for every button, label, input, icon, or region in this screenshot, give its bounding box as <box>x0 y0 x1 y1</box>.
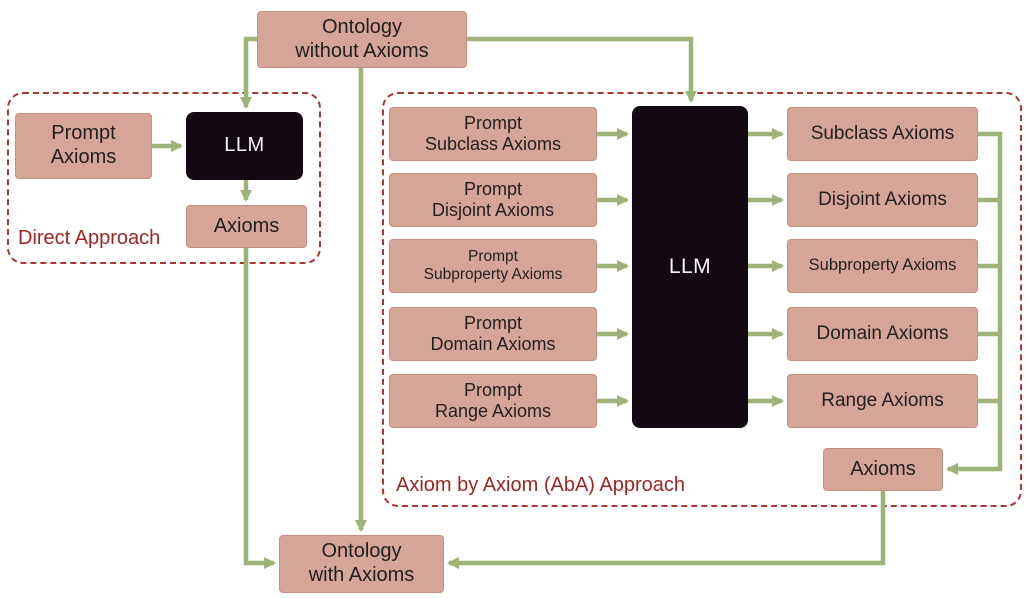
node-label: Range Axioms <box>434 401 552 421</box>
node-label: Domain Axioms <box>430 334 556 354</box>
node-prompt-range-axioms: Prompt Range Axioms <box>389 374 597 428</box>
node-label: Prompt <box>468 247 518 265</box>
aba-approach-label: Axiom by Axiom (AbA) Approach <box>396 474 686 496</box>
node-label: Domain Axioms <box>816 322 949 344</box>
node-label: Prompt <box>463 178 523 199</box>
node-label: Prompt <box>463 312 523 333</box>
direct-approach-label: Direct Approach <box>18 227 161 249</box>
node-label: Disjoint Axioms <box>818 188 947 210</box>
node-label: Subproperty Axioms <box>808 256 957 275</box>
node-label: Prompt <box>463 379 523 400</box>
node-label: Prompt <box>463 112 523 133</box>
node-label: Subclass Axioms <box>424 134 562 154</box>
node-label: with Axioms <box>308 564 415 586</box>
node-subproperty-axioms: Subproperty Axioms <box>787 239 978 293</box>
node-label: Disjoint Axioms <box>431 200 555 220</box>
node-label: Ontology <box>321 15 403 38</box>
node-llm-direct: LLM <box>186 112 303 180</box>
node-label: Axioms <box>850 457 916 480</box>
node-subclass-axioms: Subclass Axioms <box>787 107 978 161</box>
node-llm-aba: LLM <box>632 106 748 428</box>
node-axioms-direct: Axioms <box>186 205 307 248</box>
direct-approach-group <box>7 92 321 264</box>
node-prompt-subproperty-axioms: Prompt Subproperty Axioms <box>389 239 597 293</box>
node-label: Subproperty Axioms <box>423 266 563 283</box>
node-label: without Axioms <box>295 39 429 62</box>
connector-axioms-direct-to-ontology-with-axioms <box>243 248 276 569</box>
node-prompt-domain-axioms: Prompt Domain Axioms <box>389 307 597 361</box>
node-label: Axioms <box>50 146 117 168</box>
node-axioms-aba: Axioms <box>823 448 943 491</box>
node-label: Range Axioms <box>821 389 944 411</box>
node-ontology-without-axioms: Ontology without Axioms <box>257 11 467 68</box>
node-label: LLM <box>668 254 712 278</box>
node-label: Ontology <box>321 540 402 563</box>
node-disjoint-axioms: Disjoint Axioms <box>787 173 978 227</box>
node-prompt-axioms: Prompt Axioms <box>15 113 152 179</box>
node-label: Subclass Axioms <box>810 122 955 144</box>
node-ontology-with-axioms: Ontology with Axioms <box>279 535 444 593</box>
node-label: Prompt <box>51 122 116 145</box>
node-prompt-disjoint-axioms: Prompt Disjoint Axioms <box>389 173 597 227</box>
node-label: LLM <box>224 134 265 157</box>
node-label: Axioms <box>213 214 280 237</box>
node-domain-axioms: Domain Axioms <box>787 307 978 361</box>
node-range-axioms: Range Axioms <box>787 374 978 428</box>
node-prompt-subclass-axioms: Prompt Subclass Axioms <box>389 107 597 161</box>
